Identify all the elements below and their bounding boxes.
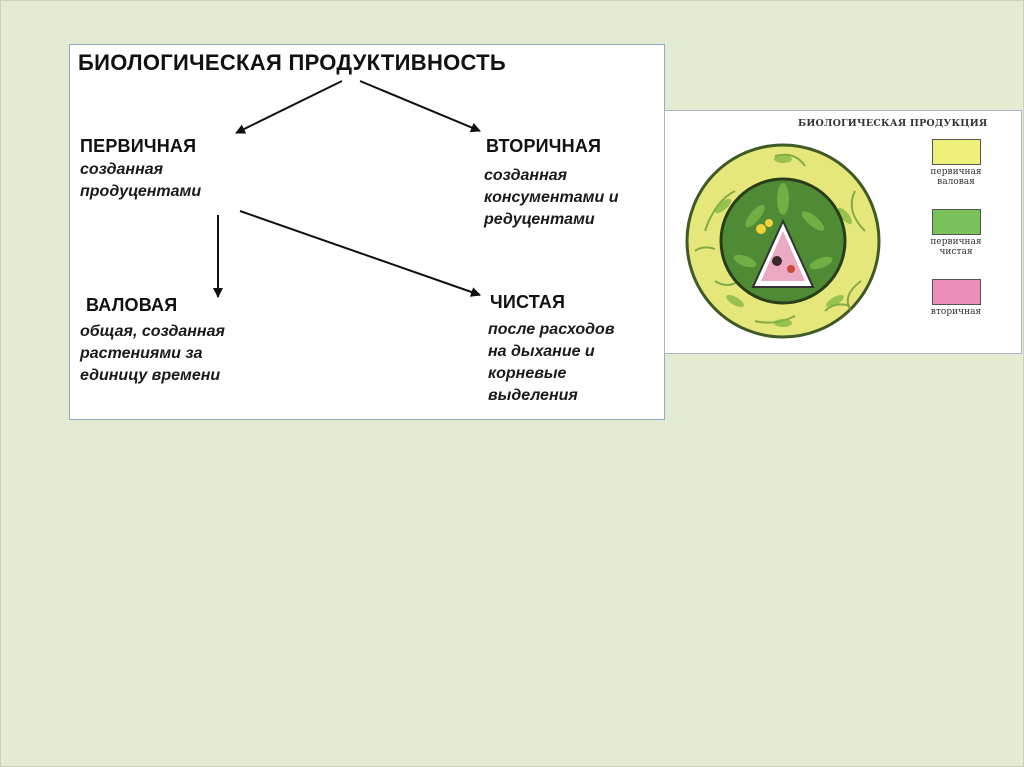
concept-diagram: БИОЛОГИЧЕСКАЯ ПРОДУКТИВНОСТЬ ПЕРВИЧНАЯ с… [69,44,665,420]
production-circle-drawing [685,143,881,339]
arrow-to-primary [235,80,343,134]
gross-label: ВАЛОВАЯ [86,295,178,315]
primary-description: созданная продуцентами [80,161,202,200]
secondary-description: созданная консументами и редуцентами [484,167,619,228]
gross-description: общая, созданная растениями за единицу в… [80,323,225,384]
arrow-to-net [239,210,481,297]
net-label: ЧИСТАЯ [490,292,566,312]
legend-label-primary-gross: первичная валовая [930,167,982,187]
diagram-arrows [213,80,481,298]
production-illustration: БИОЛОГИЧЕСКАЯ ПРОДУКЦИЯ [664,110,1022,354]
primary-label: ПЕРВИЧНАЯ [80,136,197,156]
net-description: после расходов на дыхание и корневые выд… [488,321,615,404]
arrow-to-secondary [359,80,481,133]
illustration-title: БИОЛОГИЧЕСКАЯ ПРОДУКЦИЯ [798,118,988,129]
legend-swatch-primary-net [932,209,981,235]
legend-label-primary-net: первичная чистая [930,237,982,257]
diagram-title: БИОЛОГИЧЕСКАЯ ПРОДУКТИВНОСТЬ [78,50,507,75]
secondary-label: ВТОРИЧНАЯ [486,136,602,156]
legend-swatch-primary-gross [932,139,981,165]
legend-label-secondary: вторичная [930,307,982,317]
legend-swatch-secondary [932,279,981,305]
